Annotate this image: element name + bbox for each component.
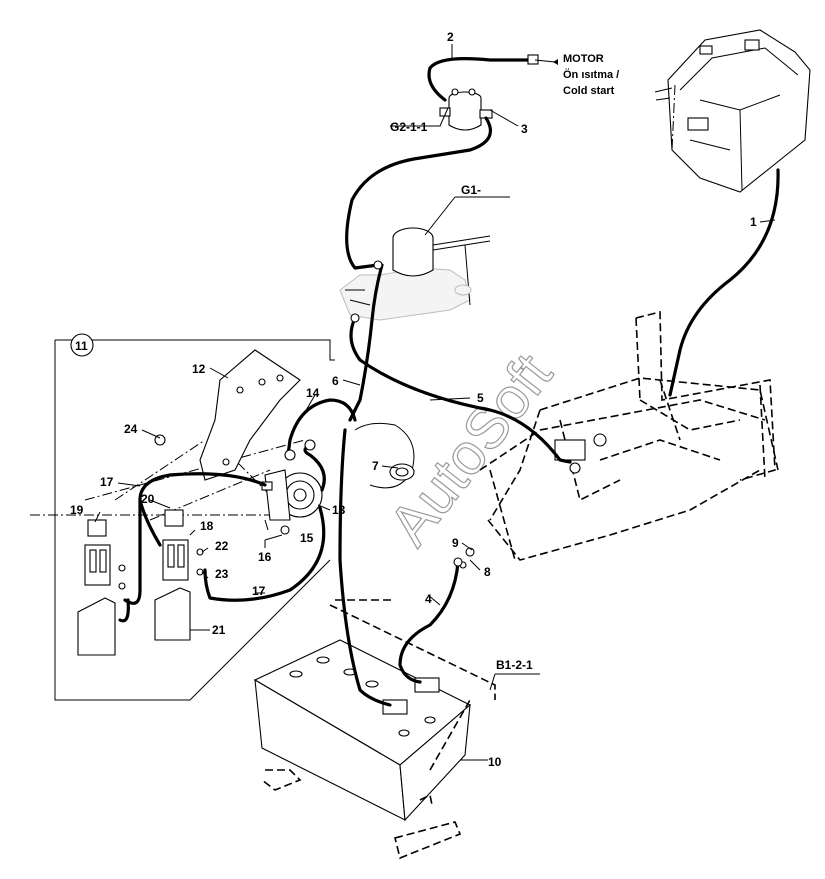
inset-border xyxy=(54,340,331,701)
callout-1: 1 xyxy=(750,215,757,229)
ref-b1: B1-2-1 xyxy=(496,658,533,672)
cable-fuse-link xyxy=(123,498,142,605)
cable-fuse-left xyxy=(118,598,130,623)
callout-6: 6 xyxy=(332,374,339,388)
callout-11-circle xyxy=(70,333,94,357)
fuse-holder-right xyxy=(162,509,204,581)
cable-3 xyxy=(345,116,492,270)
leader-lines xyxy=(94,44,776,761)
callout-2: 2 xyxy=(447,30,454,44)
callout-10: 10 xyxy=(488,755,502,769)
callout-8: 8 xyxy=(484,565,491,579)
starter-motor xyxy=(339,227,491,321)
grommet xyxy=(354,422,415,489)
motor-note-line2: Ön ısıtma / xyxy=(563,68,619,81)
motor-arrow-icon xyxy=(553,59,558,65)
cable-main xyxy=(338,428,392,707)
callout-23: 23 xyxy=(215,567,229,581)
callout-7: 7 xyxy=(372,459,379,473)
watermark: AutoSoft xyxy=(376,342,564,557)
callout-5: 5 xyxy=(477,391,484,405)
callout-17a: 17 xyxy=(100,475,114,489)
callout-13: 13 xyxy=(332,503,346,517)
cable-17-lower xyxy=(203,506,326,602)
callout-24: 24 xyxy=(124,422,138,436)
cable-17-upper xyxy=(138,472,267,547)
callout-17b: 17 xyxy=(252,584,266,598)
battery xyxy=(253,639,471,822)
mounting-bracket xyxy=(199,349,301,481)
fuse-holder-left xyxy=(84,519,126,590)
callout-20: 20 xyxy=(141,492,155,506)
callout-12: 12 xyxy=(192,362,206,376)
callout-9: 9 xyxy=(452,536,459,550)
callout-22: 22 xyxy=(215,539,229,553)
cable-6 xyxy=(348,263,384,422)
callout-21: 21 xyxy=(212,623,226,637)
callout-14: 14 xyxy=(306,386,320,400)
nut xyxy=(154,434,166,446)
cab-assembly xyxy=(654,29,811,193)
chassis-frame xyxy=(479,310,779,561)
motor-note-line1: MOTOR xyxy=(563,53,604,65)
ref-g2: G2-1-1 xyxy=(390,120,428,134)
preheat-relay xyxy=(439,88,493,131)
cable-5 xyxy=(349,316,572,464)
callout-11: 11 xyxy=(75,339,88,353)
alternator xyxy=(261,469,323,535)
motor-note-line3: Cold start xyxy=(563,85,615,97)
callout-16: 16 xyxy=(258,550,272,564)
cable-14 xyxy=(286,398,357,457)
callout-4: 4 xyxy=(425,592,432,606)
callout-3: 3 xyxy=(521,122,528,136)
ref-g1: G1- xyxy=(461,183,481,197)
callout-18: 18 xyxy=(200,519,214,533)
cable-4 xyxy=(398,560,460,684)
cover-right xyxy=(154,587,191,641)
inset-border-top xyxy=(55,339,335,361)
callout-19: 19 xyxy=(70,503,84,517)
cable-2 xyxy=(427,57,532,102)
callout-15: 15 xyxy=(300,531,314,545)
cable-1 xyxy=(668,168,780,397)
cover-left xyxy=(77,597,116,656)
